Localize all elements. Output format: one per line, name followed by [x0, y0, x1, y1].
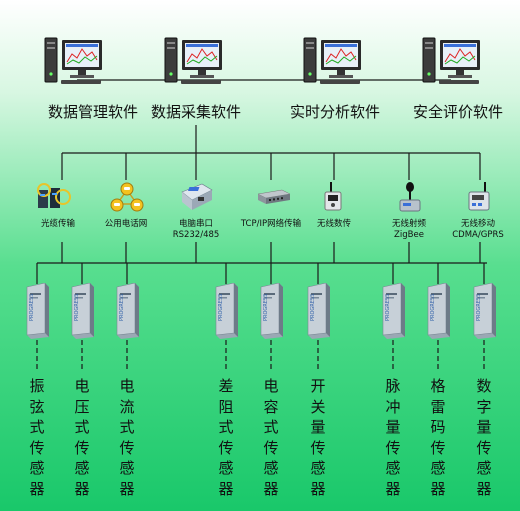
sensor-module-icon: PROGRESS [304, 282, 332, 339]
wireless-radio-icon [317, 180, 353, 214]
sensor-label-vibrating-wire: 振弦式传感器 [29, 377, 45, 498]
svg-text:PROGRESS: PROGRESS [430, 294, 436, 321]
software-label-realtime-analysis: 实时分析软件 [289, 103, 381, 121]
transmission-drop-lines [61, 153, 481, 180]
sensor-module-icon: PROGRESS [424, 282, 452, 339]
svg-text:PROGRESS: PROGRESS [385, 294, 391, 321]
software-label-data-acquisition: 数据采集软件 [150, 103, 242, 121]
svg-text:PROGRESS: PROGRESS [74, 294, 80, 321]
computer-icon [422, 36, 482, 86]
svg-text:PROGRESS: PROGRESS [218, 294, 224, 321]
sensor-label-capacitive: 电容式传感器 [263, 377, 279, 498]
computer-icon [44, 36, 104, 86]
sensor-module-icon: PROGRESS [379, 282, 407, 339]
sensor-label-current: 电流式传感器 [119, 377, 135, 498]
computer-icon [164, 36, 224, 86]
transmission-label-wireless: 无线数传 [316, 219, 352, 229]
sensor-module-icon: PROGRESS [23, 282, 51, 339]
network-switch-icon [256, 180, 292, 214]
svg-text:PROGRESS: PROGRESS [310, 294, 316, 321]
transmission-label-tcpip: TCP/IP网络传输 [240, 219, 302, 229]
sensor-label-gray-code: 格雷码传感器 [430, 377, 446, 498]
sensor-module-icon: PROGRESS [68, 282, 96, 339]
transmission-label-zigbee: 无线射频 ZigBee [391, 219, 427, 240]
computer-icon [303, 36, 363, 86]
sensor-label-differential-resistance: 差阻式传感器 [218, 377, 234, 498]
sensor-label-switch: 开关量传感器 [310, 377, 326, 498]
fiber-optic-icon [36, 180, 72, 214]
software-label-data-management: 数据管理软件 [47, 103, 139, 121]
transmission-label-telephone: 公用电话网 [104, 219, 148, 229]
software-label-safety-evaluation: 安全评价软件 [412, 103, 504, 121]
sensor-module-icon: PROGRESS [470, 282, 498, 339]
svg-text:PROGRESS: PROGRESS [476, 294, 482, 321]
gprs-modem-icon [461, 180, 497, 214]
transmission-label-gprs: 无线移动 CDMA/GPRS [452, 219, 504, 240]
sensor-label-voltage: 电压式传感器 [74, 377, 90, 498]
transmission-label-serial: 电脑串口 RS232/485 [172, 219, 220, 240]
transmission-to-sensor-lines [61, 242, 481, 263]
serial-converter-icon [178, 180, 214, 214]
transmission-label-fiber: 光缆传输 [40, 219, 76, 229]
sensor-module-icon: PROGRESS [113, 282, 141, 339]
sensor-drop-lines [36, 263, 485, 372]
sensor-label-pulse: 脉冲量传感器 [385, 377, 401, 498]
sensor-module-icon: PROGRESS [257, 282, 285, 339]
svg-text:PROGRESS: PROGRESS [29, 294, 35, 321]
zigbee-antenna-icon [392, 180, 428, 214]
svg-text:PROGRESS: PROGRESS [263, 294, 269, 321]
telephone-network-icon [109, 180, 145, 214]
sensor-label-digital: 数字量传感器 [476, 377, 492, 498]
svg-text:PROGRESS: PROGRESS [119, 294, 125, 321]
sensor-module-icon: PROGRESS [212, 282, 240, 339]
